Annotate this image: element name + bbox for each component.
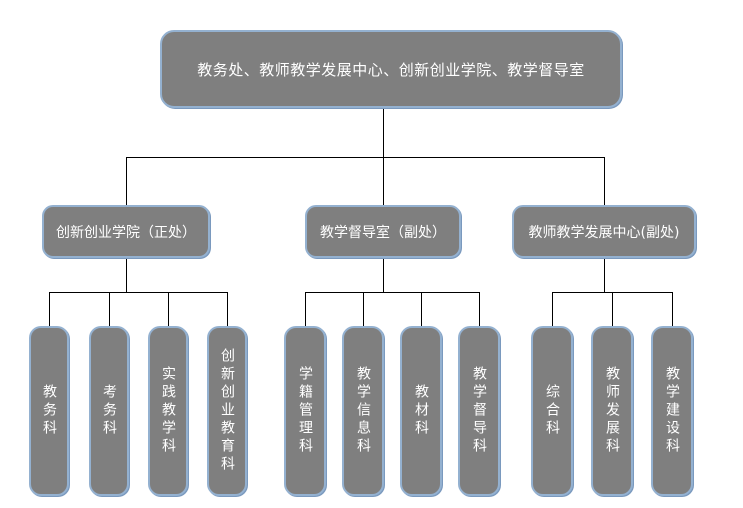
- connector-drop-dept-3: [604, 157, 605, 205]
- connector-dept2-stem: [383, 258, 384, 292]
- connector-drop-section: [672, 292, 673, 326]
- connector-drop-section: [227, 292, 228, 326]
- dept-box-innovation-college: 创新创业学院（正处）: [42, 205, 210, 258]
- connector-root-stem: [383, 108, 384, 205]
- root-box: 教务处、教师教学发展中心、创新创业学院、教学督导室: [160, 30, 622, 108]
- connector-drop-section: [612, 292, 613, 326]
- connector-dept3-stem: [604, 258, 605, 292]
- section-box: 实践教学科: [148, 326, 188, 496]
- section-box: 教学建设科: [651, 326, 693, 496]
- section-box: 创新创业教育科: [207, 326, 247, 496]
- section-box: 教学信息科: [342, 326, 384, 496]
- section-box: 考务科: [89, 326, 129, 496]
- section-box: 综合科: [531, 326, 573, 496]
- connector-level1-bar: [126, 157, 605, 158]
- connector-drop-section: [168, 292, 169, 326]
- section-box: 教务科: [29, 326, 69, 496]
- connector-drop-section: [49, 292, 50, 326]
- connector-dept1-bar: [49, 292, 228, 293]
- connector-drop-section: [305, 292, 306, 326]
- section-box: 学籍管理科: [284, 326, 326, 496]
- connector-drop-section: [421, 292, 422, 326]
- section-box: 教学督导科: [458, 326, 500, 496]
- connector-drop-section: [552, 292, 553, 326]
- dept-box-supervision-office: 教学督导室（副处）: [305, 205, 461, 258]
- connector-dept1-stem: [126, 258, 127, 292]
- connector-dept2-bar: [305, 292, 480, 293]
- connector-drop-section: [479, 292, 480, 326]
- section-box: 教师发展科: [591, 326, 633, 496]
- connector-drop-section: [363, 292, 364, 326]
- section-box: 教材科: [400, 326, 442, 496]
- connector-drop-dept-1: [126, 157, 127, 205]
- dept-box-teacher-development-center: 教师教学发展中心(副处): [512, 205, 696, 258]
- connector-drop-section: [109, 292, 110, 326]
